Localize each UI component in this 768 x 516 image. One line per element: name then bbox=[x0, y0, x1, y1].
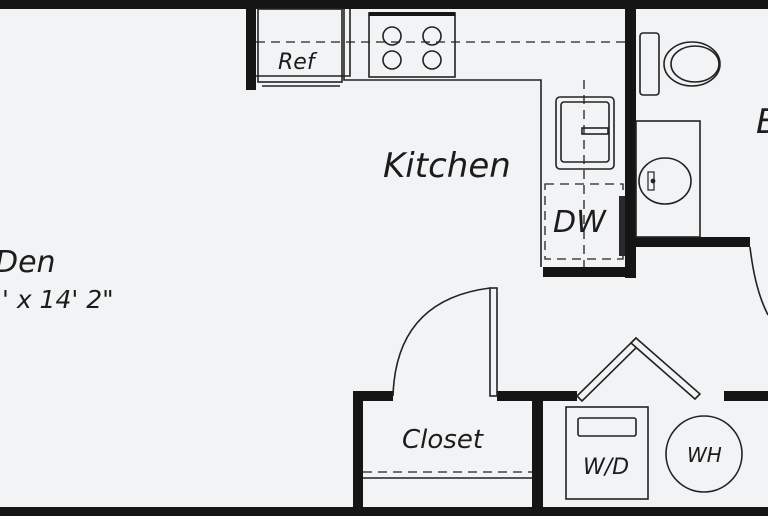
bath-door-swing bbox=[749, 246, 768, 316]
bath-label: B bbox=[756, 102, 768, 142]
toilet bbox=[639, 32, 721, 96]
wall-kitchen-bath-divider bbox=[625, 0, 636, 278]
burner-icon bbox=[422, 26, 442, 46]
closet-door bbox=[392, 287, 498, 397]
dishwasher: DW bbox=[544, 183, 625, 260]
wall-kitchen-bottom bbox=[543, 267, 636, 277]
wall-closet-left bbox=[353, 391, 363, 516]
wall-bath-bottom bbox=[636, 237, 750, 247]
wall-kitchen-left-stub bbox=[246, 0, 256, 90]
range-stove bbox=[368, 12, 456, 78]
kitchen-sink bbox=[555, 96, 615, 170]
den-dimensions: ' x 14' 2" bbox=[2, 285, 114, 314]
bath-vanity bbox=[635, 120, 701, 238]
refrigerator-label: Ref bbox=[278, 50, 318, 75]
wall-laundry-divider bbox=[532, 391, 543, 516]
refrigerator: Ref bbox=[257, 8, 343, 87]
burner-icon bbox=[382, 26, 402, 46]
water-heater: WH bbox=[665, 415, 743, 493]
kitchen-counter bbox=[256, 9, 625, 267]
burner-icon bbox=[422, 50, 442, 70]
water-heater-label: WH bbox=[687, 443, 722, 467]
washer-dryer-label: W/D bbox=[583, 455, 629, 480]
dishwasher-label: DW bbox=[553, 205, 607, 240]
den-label: Den bbox=[0, 245, 56, 280]
burner-icon bbox=[382, 50, 402, 70]
wall-laundry-top-right bbox=[724, 391, 768, 401]
closet-label: Closet bbox=[402, 425, 484, 455]
washer-dryer: W/D bbox=[565, 406, 649, 500]
kitchen-label: Kitchen bbox=[383, 146, 511, 186]
laundry-bifold-door bbox=[575, 336, 702, 403]
wall-closet-top-left bbox=[353, 391, 393, 401]
wall-top bbox=[0, 0, 768, 9]
wall-bottom bbox=[0, 507, 768, 516]
